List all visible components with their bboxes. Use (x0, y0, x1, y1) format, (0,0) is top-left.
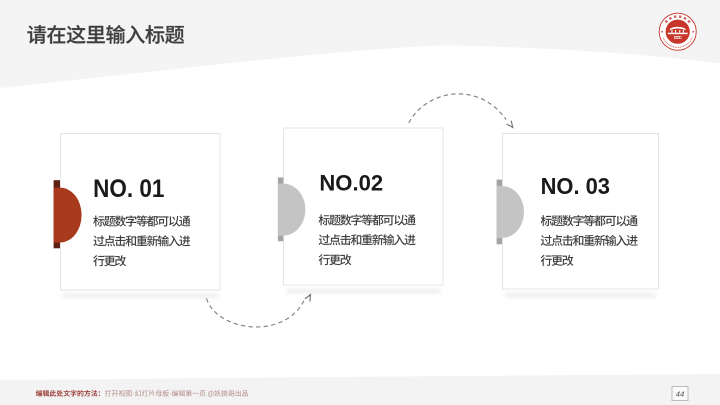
svg-text:44: 44 (676, 390, 684, 399)
svg-text:NO. 01: NO. 01 (93, 176, 164, 203)
svg-text:NO. 03: NO. 03 (541, 173, 610, 199)
svg-text:NO.02: NO.02 (319, 171, 383, 196)
